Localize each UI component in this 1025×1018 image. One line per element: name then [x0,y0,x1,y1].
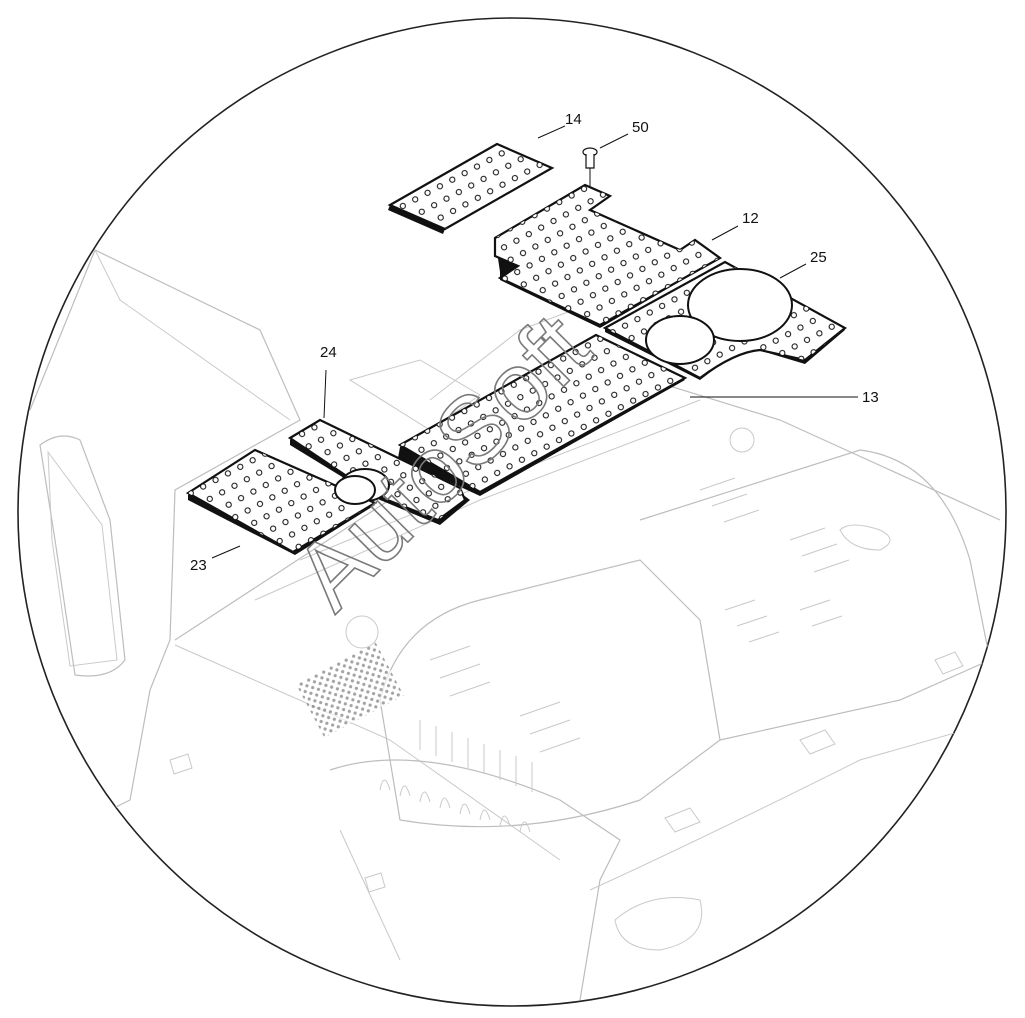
callout-13: 13 [862,389,879,406]
callout-labels: 14 50 12 25 24 13 23 [190,111,879,574]
bolt-50 [582,147,598,188]
floor-plate-14 [387,142,555,234]
callout-14: 14 [565,111,582,128]
detail-circle [17,17,1007,1007]
floor-plate-23 [185,448,378,555]
callout-25: 25 [810,249,827,266]
floor-plate-25 [602,260,847,380]
floor-plate-12 [493,183,723,328]
callout-50: 50 [632,119,649,136]
floor-plate-13 [397,333,688,496]
callout-leaders [211,125,858,559]
callout-23: 23 [190,557,207,574]
callout-12: 12 [742,210,759,227]
callout-24: 24 [320,344,337,361]
